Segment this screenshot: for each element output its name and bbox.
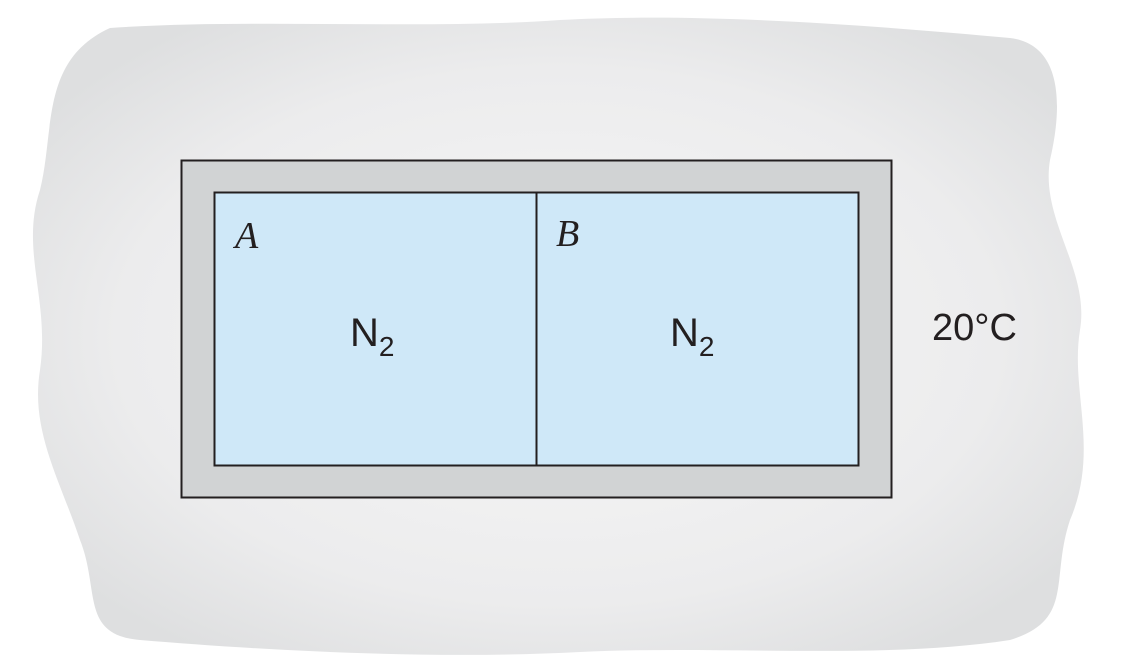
compartment-a-label: A [232,215,259,257]
compartment-a-gas: N2 [350,311,394,362]
compartment-b-label: B [556,213,579,255]
compartment-a [213,191,538,467]
compartment-b [535,191,860,467]
compartment-a-gas-symbol: N [350,311,379,355]
compartment-a-gas-subscript: 2 [379,331,395,362]
compartment-b-gas-subscript: 2 [699,331,715,362]
compartment-b-gas-symbol: N [670,311,699,355]
surroundings-temperature: 20°C [932,307,1017,349]
compartment-b-gas: N2 [670,311,714,362]
